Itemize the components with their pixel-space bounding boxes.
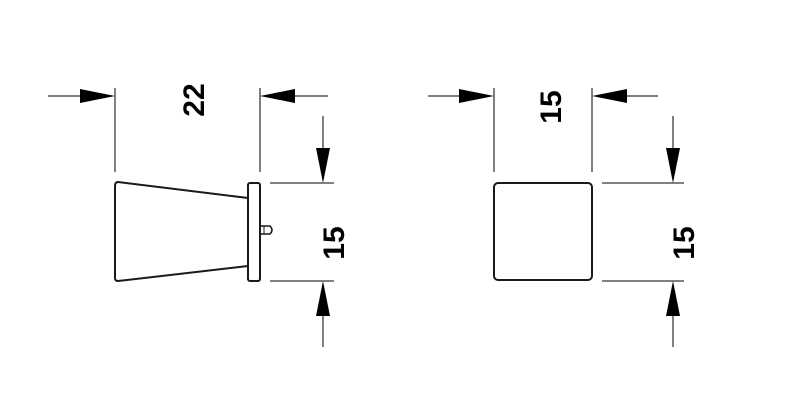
front-view-height-label: 15 [668,226,701,259]
side-view-knob-body [114,181,249,282]
side-view: 22 15 [48,83,351,347]
side-view-mounting-plate [247,182,261,282]
side-view-height-arrow-top [316,148,330,183]
side-view-screw [260,225,273,235]
front-view-width-arrow-right [592,89,627,103]
front-view-height-arrow-top [666,148,680,183]
front-view-knob-face [493,182,593,281]
side-view-height-arrow-bottom [316,281,330,316]
front-view-width-label: 15 [535,90,568,123]
front-view: 15 15 [428,88,701,347]
front-view-height-arrow-bottom [666,281,680,316]
side-view-width-label: 22 [178,83,211,116]
front-view-width-arrow-left [459,89,494,103]
side-view-width-arrow-left [80,89,115,103]
side-view-height-label: 15 [318,226,351,259]
side-view-width-arrow-right [260,89,295,103]
